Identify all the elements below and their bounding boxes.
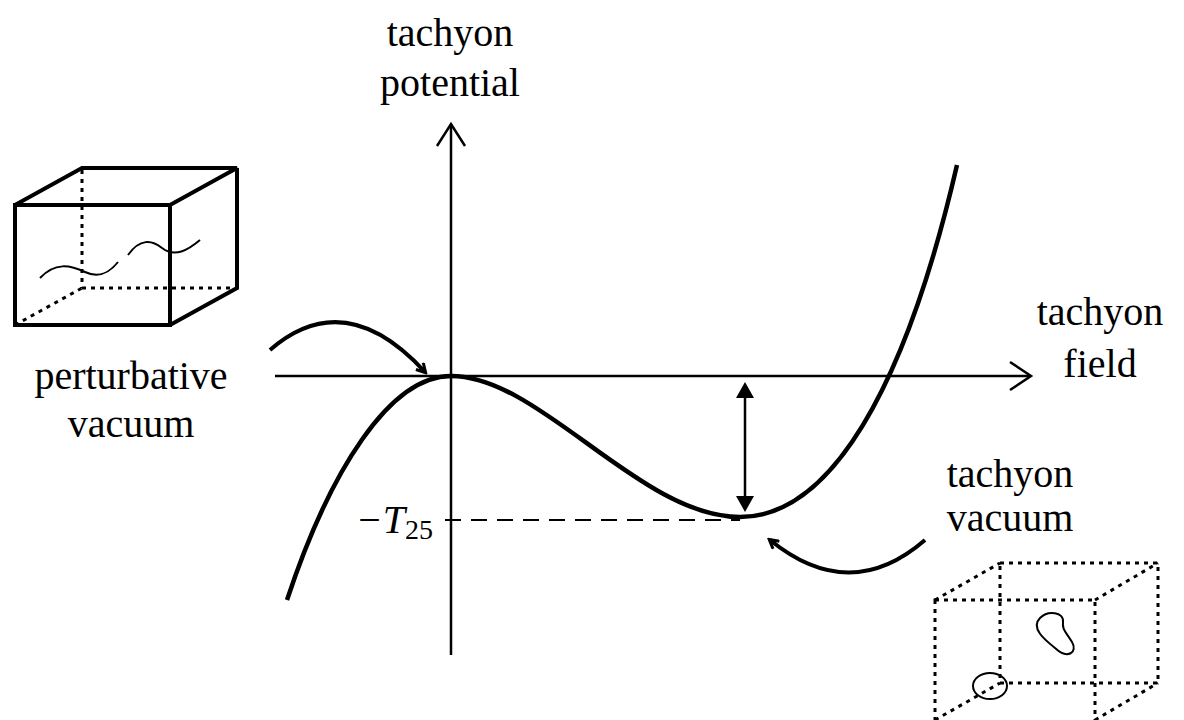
y-axis — [450, 124, 453, 655]
axis-label: tachyon field — [1020, 286, 1180, 390]
level-label: −T — [356, 496, 405, 544]
level-subscript: 25 — [405, 506, 433, 554]
closed-string — [973, 613, 1074, 699]
vacuum-label: tachyon vacuum — [918, 452, 1103, 540]
pointer-arrow — [770, 540, 925, 573]
depth-arrow — [744, 386, 747, 508]
cube-dotted — [935, 563, 1158, 720]
pointer-arrow — [270, 322, 425, 372]
cube-solid — [15, 168, 237, 325]
level-line — [445, 519, 740, 521]
x-axis — [275, 375, 1030, 378]
vacuum-label: perturbative vacuum — [6, 352, 256, 448]
axis-label: tachyon potential — [350, 8, 550, 108]
potential-curve — [287, 165, 957, 600]
